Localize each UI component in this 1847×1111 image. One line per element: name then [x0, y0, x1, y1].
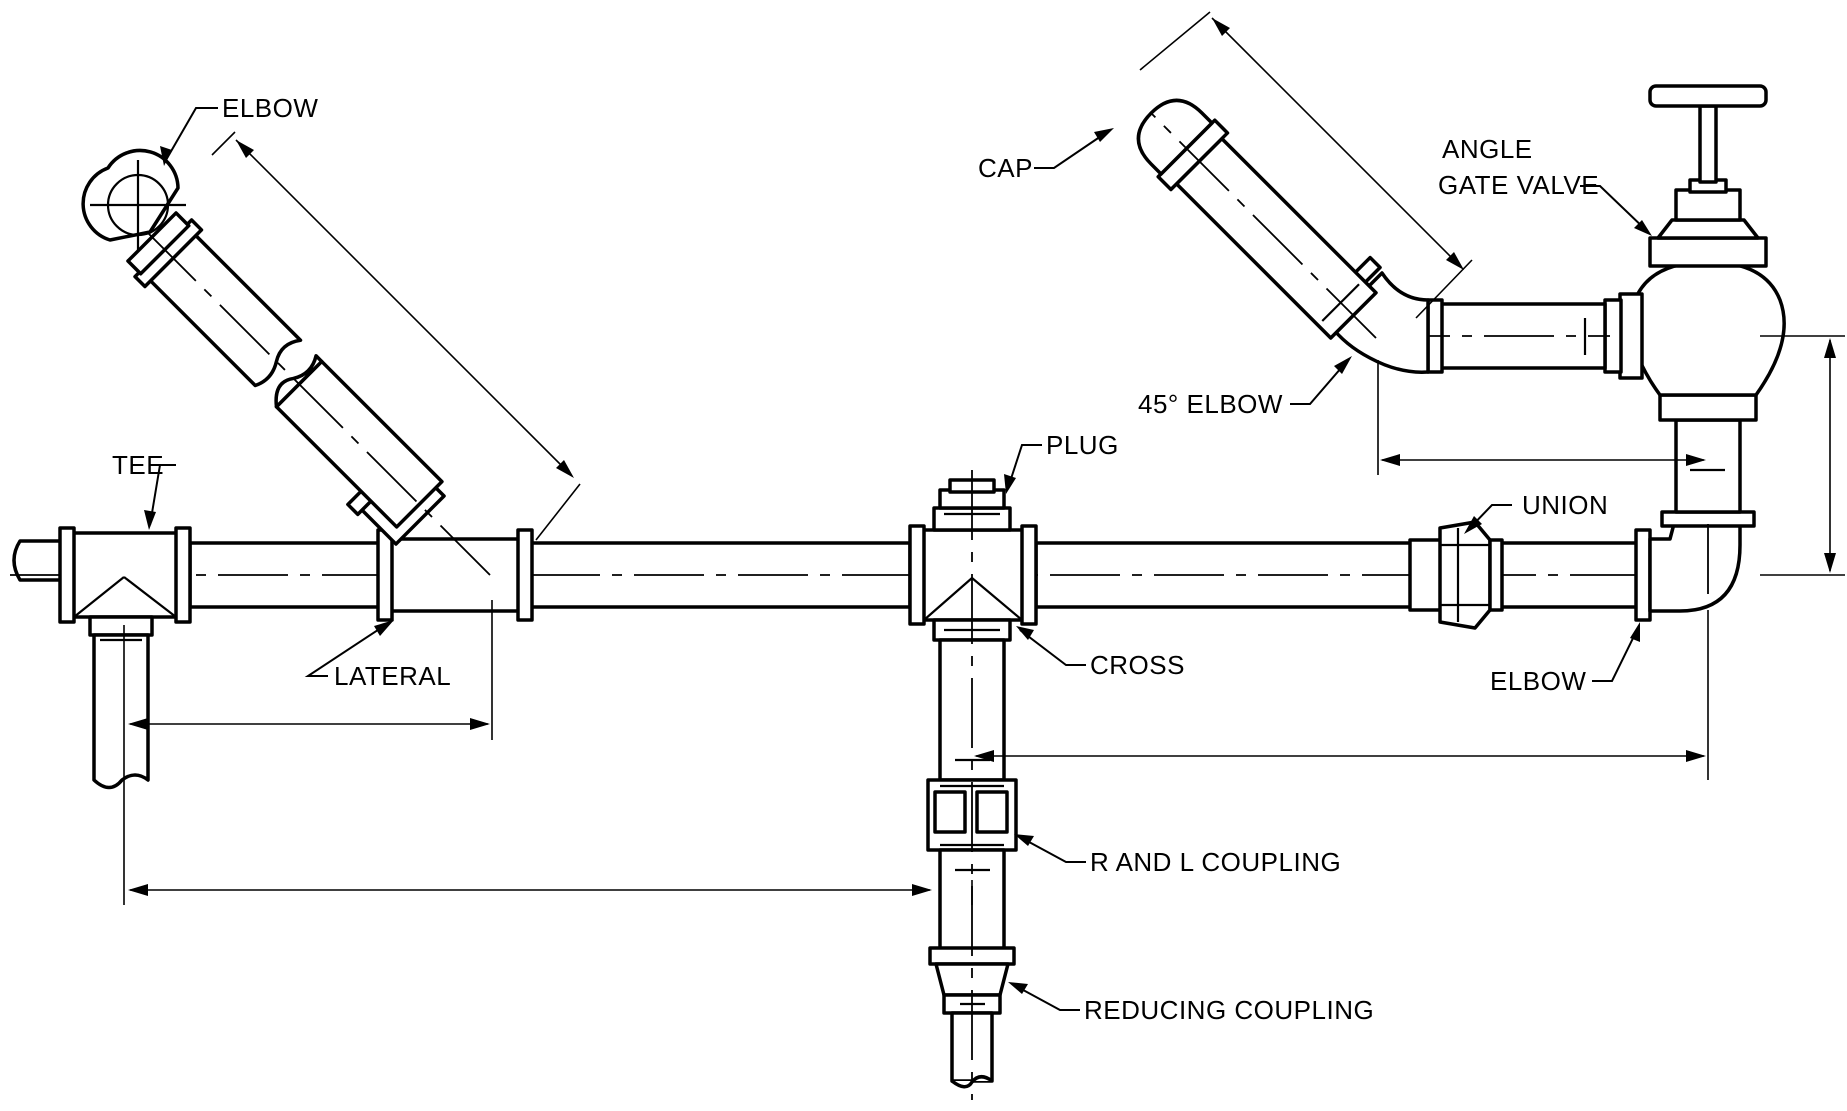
- vertical-branch-down: [926, 470, 1018, 1100]
- angle-gate-valve: [1603, 84, 1786, 397]
- main-pipe-run: [10, 539, 1650, 609]
- label-plug: PLUG: [1046, 430, 1119, 460]
- label-union: UNION: [1522, 490, 1608, 520]
- elbow-fitting-right: [1634, 420, 1756, 622]
- vertical-pipe-right: [1658, 393, 1758, 514]
- label-angle-gate-valve-2: GATE VALVE: [1438, 170, 1599, 200]
- label-lateral: LATERAL: [334, 661, 451, 691]
- label-elbow-right: ELBOW: [1490, 666, 1586, 696]
- label-cap: CAP: [978, 153, 1033, 183]
- label-cross: CROSS: [1090, 650, 1185, 680]
- tee-fitting: [58, 526, 192, 790]
- dimension-lines: [123, 11, 1845, 905]
- cap-branch-pipe: [1136, 98, 1378, 340]
- label-elbow-top: ELBOW: [222, 93, 318, 123]
- label-angle-gate-valve-1: ANGLE: [1442, 134, 1533, 164]
- label-elbow-45: 45° ELBOW: [1138, 389, 1283, 419]
- valve-side-pipe: [1380, 298, 1610, 374]
- lateral-branch-pipe: [126, 211, 491, 576]
- cross-fitting: [908, 478, 1038, 642]
- label-tee: TEE: [112, 450, 164, 480]
- elbow-fitting-top: [81, 148, 186, 250]
- union-fitting: [1408, 520, 1504, 630]
- leaders: [144, 107, 1652, 1011]
- label-r-and-l-coupling: R AND L COUPLING: [1090, 847, 1341, 877]
- label-reducing-coupling: REDUCING COUPLING: [1084, 995, 1374, 1025]
